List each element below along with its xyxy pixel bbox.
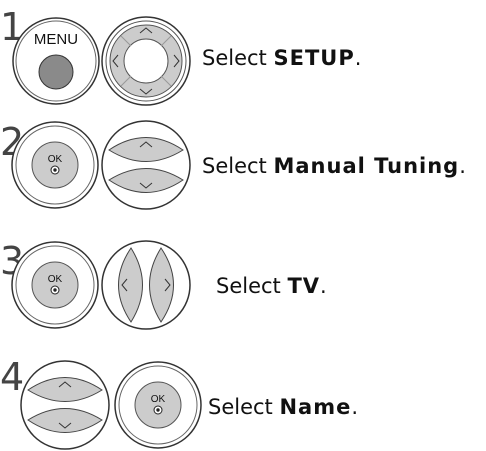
instruction-keyword: TV [287,274,321,298]
ok-button[interactable]: OK [114,361,202,449]
step-1: 1 MENU [0,0,486,106]
step-3: 3 OK Select TV. [0,234,486,334]
arrow-up-icon [58,381,72,388]
arrow-left-icon [112,54,119,68]
ok-button[interactable]: OK [11,241,99,329]
step-1-icons: 1 MENU [0,5,191,106]
step-2: 2 OK Select Manual Tuning. [0,115,486,215]
step-2-icons: 2 OK [0,120,191,210]
arrow-right-icon [164,278,171,292]
instruction-keyword: Name [279,395,352,419]
step-instruction: Select TV. [216,276,327,297]
instruction-keyword: Manual Tuning [273,154,460,178]
menu-button[interactable]: MENU [12,17,100,105]
ok-button[interactable]: OK [11,121,99,209]
instruction-prefix: Select [216,274,288,298]
arrow-up-icon [139,141,153,148]
instruction-suffix: . [320,274,327,298]
arrow-down-icon [58,422,72,429]
step-number: 4 [0,355,24,399]
instruction-suffix: . [351,395,359,419]
arrow-right-icon [173,54,180,68]
arrow-left-icon [121,278,128,292]
instruction-prefix: Select [202,46,274,70]
instruction-suffix: . [459,154,466,178]
ok-button-label: OK [48,154,63,165]
menu-button-label: MENU [34,31,78,48]
step-instruction: Select Name. [208,397,358,418]
arrow-down-icon [139,88,153,95]
step-3-icons: 3 OK [0,239,191,330]
up-down-pad[interactable] [101,120,191,210]
arrow-up-icon [139,27,153,34]
step-4: 4 OK Select Name. [0,350,486,450]
instruction-prefix: Select [208,395,280,419]
left-right-pad[interactable] [101,240,191,330]
ok-button-label: OK [48,274,63,285]
step-4-icons: 4 OK [0,355,202,450]
arrow-down-icon [139,182,153,189]
step-instruction: Select Manual Tuning. [202,156,466,177]
step-instruction: Select SETUP. [202,48,361,69]
instruction-keyword: SETUP [273,46,355,70]
instruction-suffix: . [354,46,362,70]
up-down-pad[interactable] [20,360,110,450]
instruction-prefix: Select [202,154,274,178]
ok-button-label: OK [151,394,166,405]
navigation-ring[interactable] [101,16,191,106]
